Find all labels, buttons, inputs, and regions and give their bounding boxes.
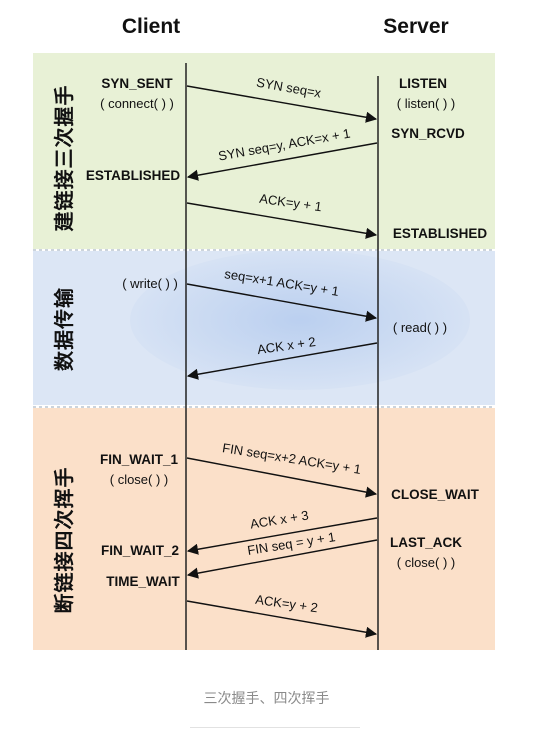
server-state-close: ( close( ) ) — [397, 555, 456, 570]
message-arrow-data-ack — [186, 342, 378, 380]
message-arrow-data — [186, 283, 378, 322]
client-state-fin-wait-1: FIN_WAIT_1 — [100, 452, 179, 467]
server-state-close-wait: CLOSE_WAIT — [391, 487, 480, 502]
client-state-syn-sent: SYN_SENT — [101, 76, 173, 91]
server-header: Server — [383, 15, 448, 38]
server-state-established: ESTABLISHED — [393, 226, 488, 241]
client-state-connect: ( connect( ) ) — [100, 96, 174, 111]
client-state-close: ( close( ) ) — [110, 472, 169, 487]
message-arrow-ack-fin — [186, 517, 378, 555]
handshake-phase-label: 建链接三次握手 — [52, 85, 76, 232]
teardown-phase-label: 断链接四次挥手 — [52, 467, 76, 614]
server-state-syn-rcvd: SYN_RCVD — [391, 126, 465, 141]
server-state-last-ack: LAST_ACK — [390, 535, 462, 550]
client-header: Client — [122, 15, 180, 38]
data-transfer-glow — [130, 250, 470, 390]
message-arrow-syn-ack — [186, 142, 378, 181]
message-arrow-syn — [186, 85, 378, 123]
client-state-time-wait: TIME_WAIT — [106, 574, 180, 589]
client-state-write: ( write( ) ) — [122, 276, 178, 291]
figure-caption: 三次握手、四次挥手 — [203, 691, 330, 707]
message-arrow-fin-client — [186, 457, 378, 498]
server-state-read: ( read( ) ) — [393, 320, 447, 335]
server-state-listen: LISTEN — [399, 76, 447, 91]
message-arrow-fin-server — [186, 539, 378, 579]
message-arrow-ack — [186, 202, 378, 239]
client-state-established: ESTABLISHED — [86, 168, 181, 183]
server-state-listen-call: ( listen( ) ) — [397, 96, 456, 111]
teardown-band — [33, 408, 495, 650]
caption-underline — [190, 727, 360, 728]
client-state-fin-wait-2: FIN_WAIT_2 — [101, 543, 179, 558]
data-transfer-phase-label: 数据传输 — [52, 287, 76, 371]
message-arrow-final-ack — [186, 600, 378, 638]
